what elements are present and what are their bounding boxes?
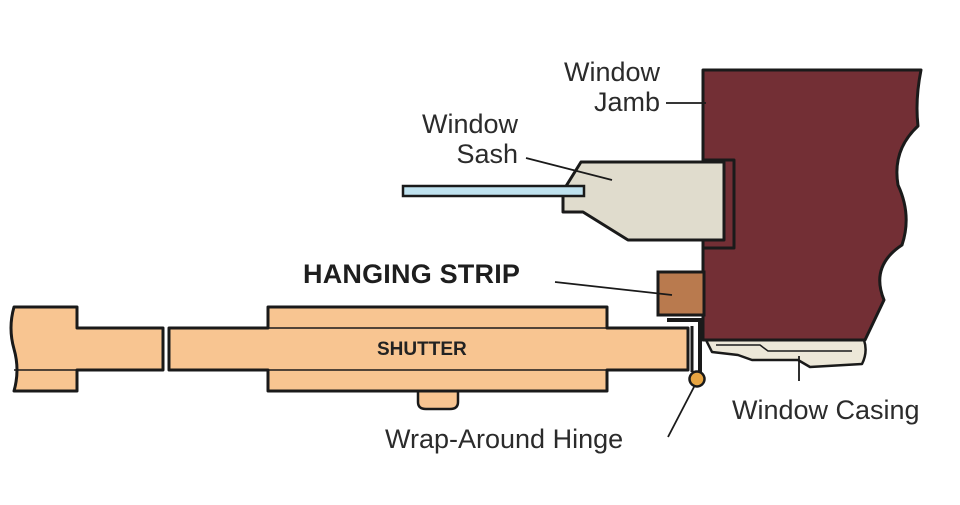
label-hanging-strip: HANGING STRIP <box>303 259 521 289</box>
label-shutter: SHUTTER <box>377 339 467 360</box>
window-glass <box>401 184 586 198</box>
leader-wrap-around-hinge <box>667 384 696 438</box>
shutter-left-stile <box>9 305 165 393</box>
window-casing <box>704 338 867 369</box>
label-window-jamb: Window Jamb <box>540 57 660 117</box>
label-window-casing: Window Casing <box>732 395 920 425</box>
window-jamb <box>701 68 923 342</box>
label-window-jamb-line1: Window <box>563 57 660 87</box>
label-wrap-around-hinge: Wrap-Around Hinge <box>385 424 624 454</box>
window-casing-groove <box>716 344 852 352</box>
label-window-sash-line2: Sash <box>456 139 518 169</box>
label-window-jamb-line2: Jamb <box>593 87 660 117</box>
label-window-sash-line1: Window <box>421 109 518 139</box>
shutter-knob <box>416 388 460 411</box>
hinge-knuckle <box>688 370 706 388</box>
leader-window-sash <box>525 157 613 181</box>
leader-hanging-strip <box>554 281 673 296</box>
label-window-sash: Window Sash <box>398 109 518 169</box>
sash-stop <box>703 158 736 250</box>
hinge-plate <box>667 318 702 372</box>
